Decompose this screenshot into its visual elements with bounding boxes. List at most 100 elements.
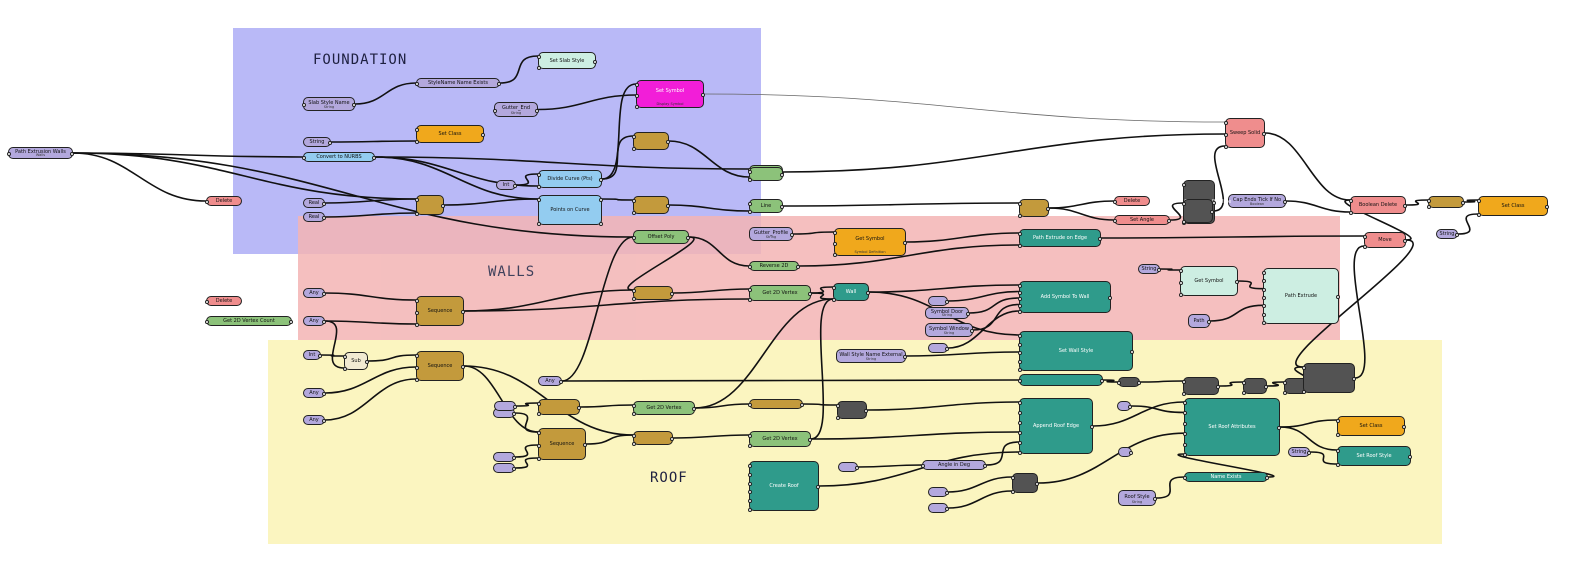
output-port[interactable] xyxy=(322,292,326,296)
group-walls[interactable]: WALLS xyxy=(298,216,1340,362)
input-port[interactable] xyxy=(415,311,419,315)
output-port[interactable] xyxy=(1235,280,1239,284)
input-port[interactable] xyxy=(1018,297,1022,301)
input-port[interactable] xyxy=(537,412,541,416)
node-x0[interactable] xyxy=(415,195,445,216)
input-port[interactable] xyxy=(635,94,639,98)
node-x4[interactable] xyxy=(632,286,674,301)
input-port[interactable] xyxy=(748,202,752,206)
output-port[interactable] xyxy=(481,133,485,137)
node-n55[interactable]: Get 2D Vertex xyxy=(748,431,812,448)
input-port[interactable] xyxy=(1224,121,1228,125)
input-port[interactable] xyxy=(1283,381,1287,385)
output-port[interactable] xyxy=(1352,377,1356,381)
node-n9[interactable]: Convert to NURBS xyxy=(302,152,376,162)
input-port[interactable] xyxy=(205,320,209,324)
input-port[interactable] xyxy=(748,508,752,512)
input-port[interactable] xyxy=(748,464,752,468)
node-n37[interactable]: Wall xyxy=(832,283,870,302)
output-port[interactable] xyxy=(599,198,603,202)
input-port[interactable] xyxy=(1183,432,1187,437)
input-port[interactable] xyxy=(1183,442,1187,447)
input-port[interactable] xyxy=(632,236,636,240)
output-port[interactable] xyxy=(512,412,516,416)
input-port[interactable] xyxy=(537,222,541,226)
input-port[interactable] xyxy=(1262,271,1266,275)
input-port[interactable] xyxy=(1242,381,1246,385)
input-port[interactable] xyxy=(1336,419,1340,423)
output-port[interactable] xyxy=(970,329,974,333)
input-port[interactable] xyxy=(1183,453,1187,457)
input-port[interactable] xyxy=(1018,244,1022,248)
output-port[interactable] xyxy=(1265,476,1269,480)
input-port[interactable] xyxy=(1183,421,1187,426)
output-port[interactable] xyxy=(1167,219,1171,223)
input-port[interactable] xyxy=(1336,433,1340,437)
input-port[interactable] xyxy=(1363,245,1367,249)
node-x22[interactable] xyxy=(928,487,949,497)
output-port[interactable] xyxy=(1046,207,1050,211)
input-port[interactable] xyxy=(537,173,541,177)
input-port[interactable] xyxy=(1117,381,1121,385)
output-port[interactable] xyxy=(512,456,516,460)
output-port[interactable] xyxy=(599,222,603,226)
output-port[interactable] xyxy=(808,438,812,442)
node-n19[interactable]: Reverse 2D xyxy=(748,261,800,271)
output-port[interactable] xyxy=(1461,201,1465,205)
output-port[interactable] xyxy=(808,292,812,296)
input-port[interactable] xyxy=(1262,279,1266,284)
output-port[interactable] xyxy=(983,464,987,468)
node-x29[interactable] xyxy=(1182,199,1214,224)
input-port[interactable] xyxy=(302,103,306,107)
input-port[interactable] xyxy=(833,242,837,246)
node-n56[interactable]: Append Roof Edge xyxy=(1018,398,1094,455)
output-port[interactable] xyxy=(790,233,794,237)
output-port[interactable] xyxy=(1545,205,1549,209)
output-port[interactable] xyxy=(701,93,705,97)
input-port[interactable] xyxy=(748,210,752,214)
output-port[interactable] xyxy=(365,360,369,364)
output-port[interactable] xyxy=(461,310,465,314)
node-n48[interactable]: Sub xyxy=(343,352,369,371)
output-port[interactable] xyxy=(372,156,376,160)
input-port[interactable] xyxy=(7,152,11,156)
node-x19[interactable] xyxy=(838,462,859,472)
node-n23[interactable]: Delete xyxy=(1113,196,1150,206)
input-port[interactable] xyxy=(748,178,752,182)
input-port[interactable] xyxy=(415,366,419,370)
node-n58[interactable]: Angle in Deg xyxy=(921,460,987,470)
node-n12[interactable]: Real xyxy=(303,198,326,208)
input-port[interactable] xyxy=(537,66,541,70)
input-port[interactable] xyxy=(343,355,347,359)
input-port[interactable] xyxy=(833,253,837,257)
node-n47[interactable]: Int xyxy=(303,350,322,360)
node-n53[interactable]: Get 2D Vertex xyxy=(632,401,696,416)
input-port[interactable] xyxy=(1018,379,1022,383)
output-port[interactable] xyxy=(513,184,517,188)
input-port[interactable] xyxy=(1018,359,1022,364)
output-port[interactable] xyxy=(666,140,670,144)
output-port[interactable] xyxy=(322,202,326,206)
input-port[interactable] xyxy=(1427,199,1431,203)
input-port[interactable] xyxy=(415,198,419,202)
input-port[interactable] xyxy=(1018,290,1022,295)
node-n44[interactable]: Path xyxy=(1188,314,1211,328)
input-port[interactable] xyxy=(1018,431,1022,435)
node-x10[interactable] xyxy=(1182,377,1220,396)
node-x7[interactable] xyxy=(632,431,674,446)
node-x18[interactable] xyxy=(493,463,516,473)
input-port[interactable] xyxy=(748,472,752,477)
input-port[interactable] xyxy=(1018,368,1022,372)
input-port[interactable] xyxy=(748,170,752,174)
output-port[interactable] xyxy=(670,437,674,441)
node-n43[interactable]: Path Extrude xyxy=(1262,268,1340,325)
input-port[interactable] xyxy=(635,105,639,109)
output-port[interactable] xyxy=(1283,200,1287,204)
input-port[interactable] xyxy=(832,286,836,290)
input-port[interactable] xyxy=(537,457,541,461)
input-port[interactable] xyxy=(1182,183,1186,187)
input-port[interactable] xyxy=(1363,235,1367,239)
